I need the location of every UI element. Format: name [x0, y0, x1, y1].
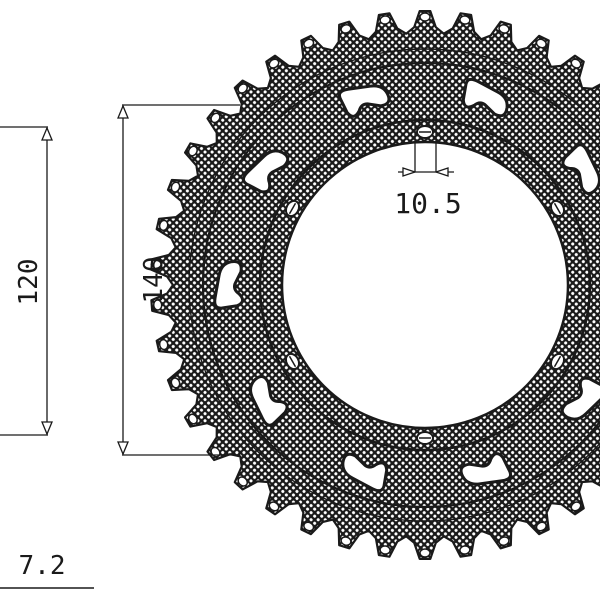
sprocket [150, 10, 600, 560]
tooth-tip [170, 377, 181, 389]
dimension-140 [117, 104, 240, 456]
tooth-tip [170, 181, 181, 193]
tooth-tip [535, 38, 547, 49]
lightening-cutout [337, 84, 391, 118]
tooth-tip [187, 413, 198, 425]
tooth-tip [237, 83, 249, 94]
tooth-tip [340, 24, 352, 34]
dimension-140-label: 140 [139, 257, 169, 304]
tooth-tip [158, 338, 169, 351]
dimension-120 [0, 126, 53, 436]
hub-ring [188, 48, 600, 522]
dimension-7-2-label: 7.2 [19, 551, 66, 581]
bolt-hole-centerline [553, 355, 562, 368]
tooth-tip [459, 15, 471, 25]
tooth-tip [459, 545, 471, 555]
lightening-cutout [341, 452, 389, 493]
tooth-tip [498, 536, 510, 546]
lightening-cutout [241, 149, 290, 194]
bolt-hole-centerline [553, 202, 562, 215]
dimension-120-label: 120 [14, 259, 44, 306]
tooth-tip [419, 12, 431, 22]
tooth-tip [570, 501, 582, 512]
tooth-tip [535, 521, 547, 532]
bolt-hole-centerline [288, 355, 297, 368]
lightening-cutout [249, 375, 289, 427]
center-bore [280, 140, 570, 430]
tooth-tip [187, 145, 198, 157]
tooth-tip [152, 299, 163, 311]
tooth-tip [268, 58, 280, 69]
lightening-cutout [561, 143, 600, 195]
tooth-tip [340, 536, 352, 546]
lightening-cutout [461, 77, 509, 118]
tooth-tip [303, 521, 315, 532]
bolt-hole-centerline [288, 202, 297, 215]
tooth-tip [498, 24, 510, 34]
lightening-cutout [213, 260, 245, 310]
dimension-10-5 [398, 112, 454, 177]
dimension-10-5-label: 10.5 [394, 187, 461, 220]
tooth-tip [158, 219, 169, 232]
tooth-tip [379, 15, 391, 25]
hub-ring [258, 118, 592, 452]
tooth-tip [237, 476, 249, 487]
tooth-tip [419, 548, 431, 558]
tooth-tip [210, 112, 221, 124]
tooth-tip [303, 38, 315, 49]
tooth-tip [379, 545, 391, 555]
lightening-cutout [560, 376, 600, 421]
tooth-tip [268, 501, 280, 512]
tooth-tip [570, 58, 582, 69]
tooth-tip [152, 259, 163, 271]
lightening-cutout [459, 452, 513, 486]
hub-ring [201, 61, 600, 509]
